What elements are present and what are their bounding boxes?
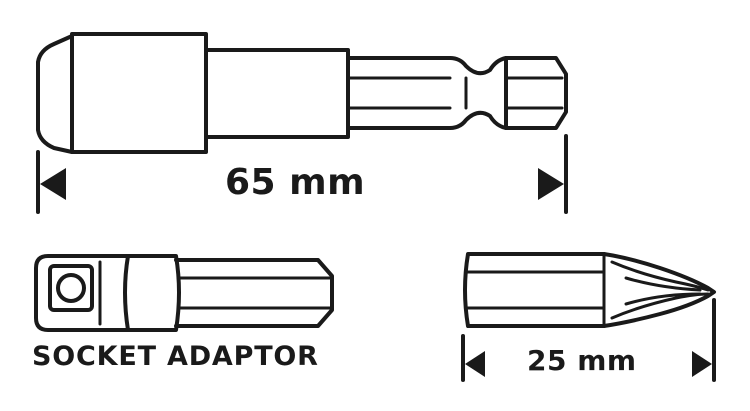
holder-hex-tip xyxy=(504,56,568,130)
socket-hex-shank xyxy=(174,258,334,328)
holder-end-cap xyxy=(36,34,74,154)
dimension-65 xyxy=(36,134,568,214)
socket-collar xyxy=(123,254,181,332)
socket-square-drive xyxy=(48,264,94,312)
socket-detent-ball xyxy=(56,273,86,303)
dim-25-right-arrow xyxy=(692,351,712,377)
socket-adaptor-label: SOCKET ADAPTOR xyxy=(32,341,319,372)
holder-barrel xyxy=(204,48,350,139)
bit-hex-body xyxy=(463,252,606,328)
screwdriver-bit-drawing xyxy=(463,252,716,328)
holder-hex-shank xyxy=(346,56,452,130)
socket-adaptor-drawing xyxy=(34,254,334,332)
bit-holder-drawing xyxy=(36,32,568,154)
dim-65-left-arrow xyxy=(40,168,66,200)
socket-head xyxy=(34,254,130,332)
bit-flute-upper xyxy=(610,260,710,292)
holder-length-label: 65 mm xyxy=(225,162,366,203)
bit-length-label: 25 mm xyxy=(527,344,637,377)
dimension-25 xyxy=(461,298,716,382)
holder-front-sleeve xyxy=(70,32,208,154)
dim-65-right-arrow xyxy=(538,168,564,200)
dim-25-left-arrow xyxy=(465,351,485,377)
bit-flute-center xyxy=(624,276,702,306)
bit-phillips-tip xyxy=(602,252,716,328)
holder-groove-neck xyxy=(448,56,508,130)
